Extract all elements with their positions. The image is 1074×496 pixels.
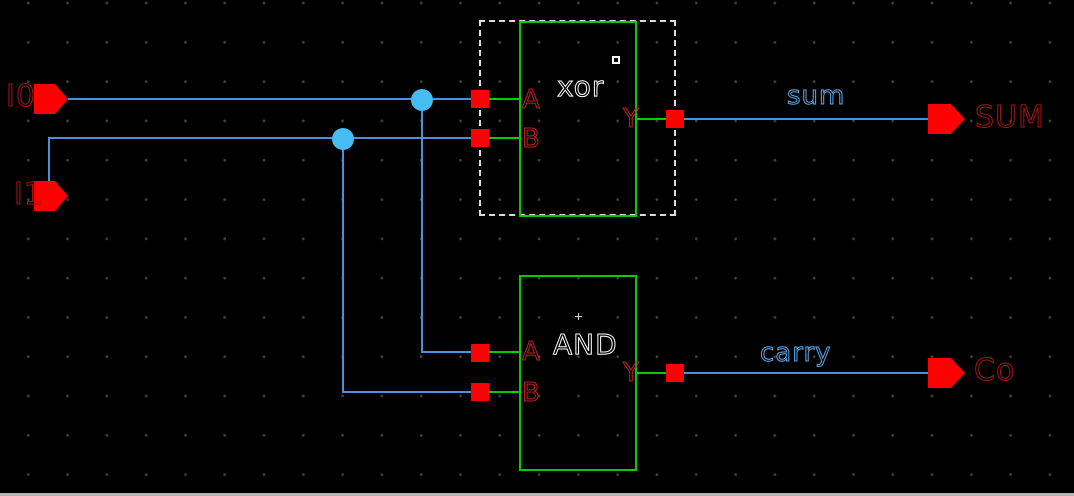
terminal-xor-y[interactable] (666, 110, 684, 128)
gate-and-pin-y-label: Y (623, 358, 640, 388)
terminal-xor-a[interactable] (471, 90, 489, 108)
terminal-and-b[interactable] (471, 383, 489, 401)
pin-output-co-label[interactable]: Co (973, 353, 1016, 388)
stub-and-a (488, 351, 520, 353)
gate-xor-pin-a-label: A (522, 85, 541, 115)
pin-input-i0-label[interactable]: I0 (6, 79, 36, 114)
gate-and-pin-a-label: A (522, 337, 541, 367)
stub-xor-b (488, 137, 520, 139)
wire-net-sum[interactable] (684, 118, 928, 120)
pin-output-sum[interactable] (928, 104, 965, 134)
origin-marker-xor-icon (612, 56, 620, 64)
wire-i1-riser[interactable] (48, 137, 50, 183)
wire-branch-i1-to-and-b[interactable] (342, 391, 471, 393)
wire-net-carry[interactable] (683, 372, 928, 374)
terminal-and-a[interactable] (471, 344, 489, 362)
junction-i1-net (332, 128, 354, 150)
gate-xor-pin-b-label: B (522, 124, 541, 154)
wire-branch-i0-vertical[interactable] (421, 100, 423, 352)
net-label-sum[interactable]: sum (786, 81, 846, 111)
horizontal-scrollbar[interactable] (0, 493, 1074, 496)
gate-and-pin-b-label: B (522, 378, 541, 408)
gate-xor[interactable]: xor A B Y (519, 21, 640, 217)
pin-output-sum-label[interactable]: SUM (975, 100, 1045, 135)
net-label-carry[interactable]: carry (760, 338, 832, 368)
pin-input-i0[interactable] (34, 84, 68, 114)
pin-input-i1-label[interactable]: I1 (14, 177, 44, 212)
wire-branch-i0-to-and-a[interactable] (421, 351, 471, 353)
stub-and-y (635, 372, 667, 374)
terminal-xor-b[interactable] (471, 129, 489, 147)
gate-xor-pin-y-label: Y (623, 104, 640, 134)
terminal-and-y[interactable] (666, 364, 684, 382)
stub-xor-y (635, 118, 667, 120)
wire-i1-to-xor-b[interactable] (48, 137, 471, 139)
gate-xor-name: xor (556, 70, 605, 103)
gate-and[interactable]: AND A B Y (519, 275, 640, 471)
wire-i0-to-xor-a[interactable] (68, 98, 471, 100)
gate-and-name: AND (553, 328, 618, 361)
pin-output-co[interactable] (928, 358, 965, 388)
stub-xor-a (488, 98, 520, 100)
junction-i0-net (411, 89, 433, 111)
wire-branch-i1-vertical[interactable] (342, 139, 344, 392)
stub-and-b (488, 391, 520, 393)
